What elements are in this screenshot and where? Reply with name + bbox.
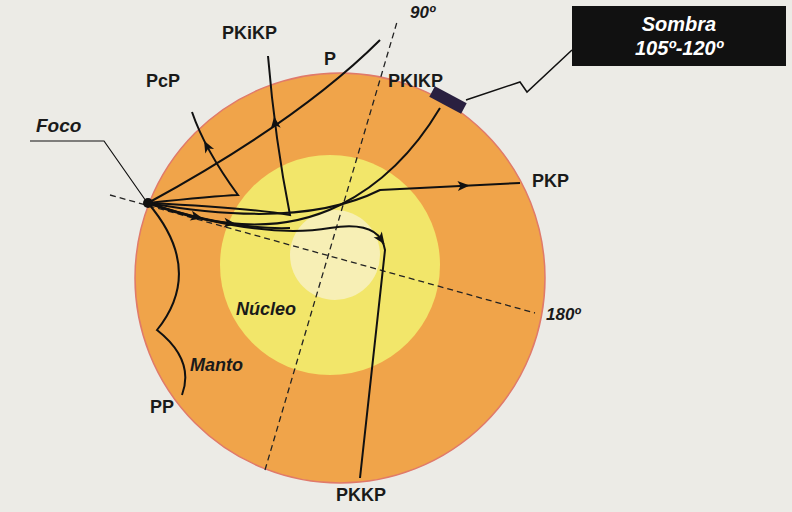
shadow-callout-box: Sombra 105º-120º (572, 6, 786, 66)
wave-label: PKiKP (222, 24, 277, 44)
ray-p (148, 40, 380, 203)
ray-pp (148, 203, 185, 395)
wave-label: PP (150, 398, 174, 418)
arrow-head (190, 211, 204, 224)
axis-90 (265, 22, 397, 470)
angle-label: 90º (410, 4, 435, 23)
wave-label: PKP (532, 172, 569, 192)
ray-pkkp (148, 203, 385, 478)
wave-label: PcP (146, 72, 180, 92)
callout-text: Sombra 105º-120º (614, 12, 744, 60)
ray-core-a (148, 203, 290, 228)
inner-core (290, 210, 380, 300)
shadow-leader (466, 50, 572, 100)
arrow-head (200, 138, 214, 153)
angle-label: 180º (546, 306, 581, 325)
wave-label: PKKP (336, 486, 386, 506)
arrow-head (374, 232, 389, 248)
region-label: Núcleo (236, 300, 296, 320)
arrow-head (224, 218, 237, 229)
wave-label: P (324, 50, 336, 70)
wave-label: PKIKP (388, 72, 443, 92)
focus-label: Foco (36, 116, 81, 137)
arrow-head (457, 181, 469, 192)
arrow-head (269, 116, 280, 129)
region-label: Manto (190, 356, 243, 376)
focus-leader (30, 141, 146, 201)
ray-pkikp (148, 108, 440, 225)
focus-dot (143, 198, 153, 208)
mantle (135, 73, 545, 483)
